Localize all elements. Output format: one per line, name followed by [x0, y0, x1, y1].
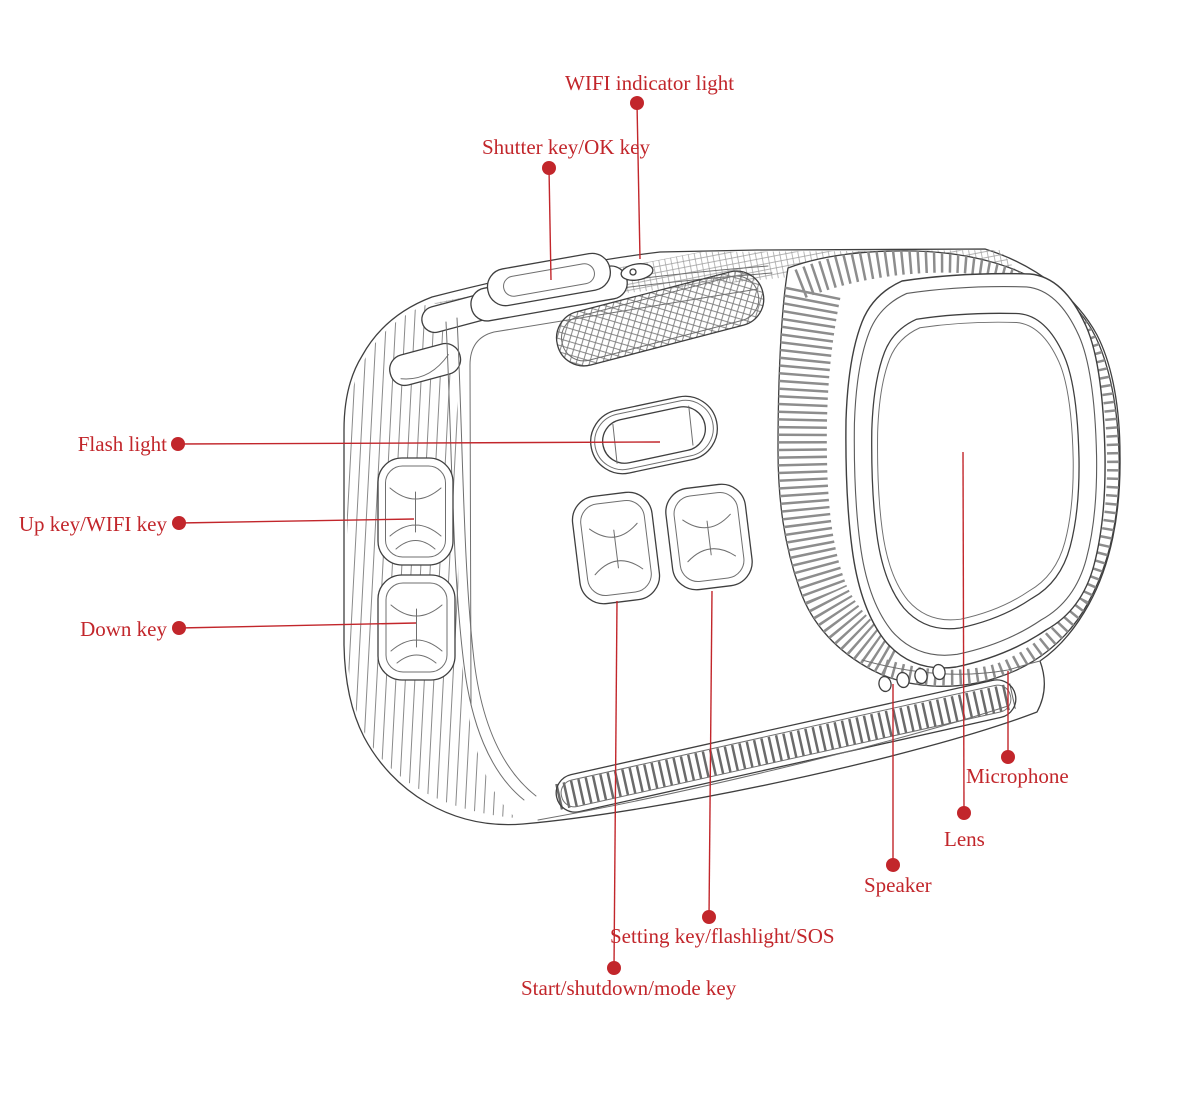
callout-start-key: Start/shutdown/mode key	[521, 600, 737, 1000]
label-speaker: Speaker	[864, 873, 932, 897]
leader-line	[962, 451, 965, 814]
label-dot	[702, 910, 716, 924]
leader-line	[177, 441, 661, 445]
label-setting-key: Setting key/flashlight/SOS	[610, 924, 835, 948]
bottom-grille	[555, 679, 1017, 813]
label-down-key: Down key	[80, 617, 167, 641]
front-mesh-grille	[555, 270, 765, 367]
leader-line	[613, 600, 618, 969]
label-dot	[171, 437, 185, 451]
mount-slot-bottom	[389, 342, 462, 387]
label-dot	[630, 96, 644, 110]
leader-line	[178, 622, 417, 629]
label-dot	[542, 161, 556, 175]
lens-glass	[871, 312, 1080, 630]
label-shutter-key: Shutter key/OK key	[482, 135, 650, 159]
down-button	[377, 574, 456, 681]
callout-microphone: Microphone	[966, 671, 1069, 788]
label-start-key: Start/shutdown/mode key	[521, 976, 737, 1000]
leader-line	[548, 167, 552, 281]
wifi-indicator	[620, 263, 654, 281]
callout-setting-key: Setting key/flashlight/SOS	[610, 590, 835, 948]
camera-illustration	[343, 248, 1121, 826]
speaker-holes	[878, 663, 946, 693]
callout-wifi-indicator-light: WIFI indicator light	[565, 71, 734, 260]
label-lens: Lens	[944, 827, 985, 851]
up-button	[377, 457, 454, 566]
label-dot	[607, 961, 621, 975]
label-wifi-indicator-light: WIFI indicator light	[565, 71, 734, 95]
label-microphone: Microphone	[966, 764, 1069, 788]
lens-assembly	[777, 250, 1120, 687]
leader-line	[178, 518, 415, 524]
setting-button	[665, 483, 753, 591]
body-bottom-line	[537, 705, 1009, 821]
callout-down-key: Down key	[80, 617, 417, 641]
leader-line	[708, 590, 713, 918]
label-dot	[957, 806, 971, 820]
callout-flash-light: Flash light	[78, 432, 661, 456]
label-up-key: Up key/WIFI key	[19, 512, 168, 536]
start-button	[571, 491, 661, 605]
lens-serration-ring	[778, 250, 1120, 687]
flash-light	[590, 395, 718, 475]
label-flash-light: Flash light	[78, 432, 167, 456]
callout-speaker: Speaker	[864, 684, 932, 897]
chin-line	[861, 659, 1041, 675]
label-dot	[1001, 750, 1015, 764]
label-dot	[172, 516, 186, 530]
callout-up-key: Up key/WIFI key	[19, 512, 415, 536]
label-dot	[172, 621, 186, 635]
label-dot	[886, 858, 900, 872]
shutter-button	[470, 252, 628, 322]
front-panel-outline	[469, 288, 759, 706]
callout-lens: Lens	[944, 451, 985, 851]
callouts: WIFI indicator light Shutter key/OK key …	[19, 71, 1069, 1000]
leader-line	[636, 102, 641, 260]
callout-shutter-key: Shutter key/OK key	[482, 135, 650, 281]
